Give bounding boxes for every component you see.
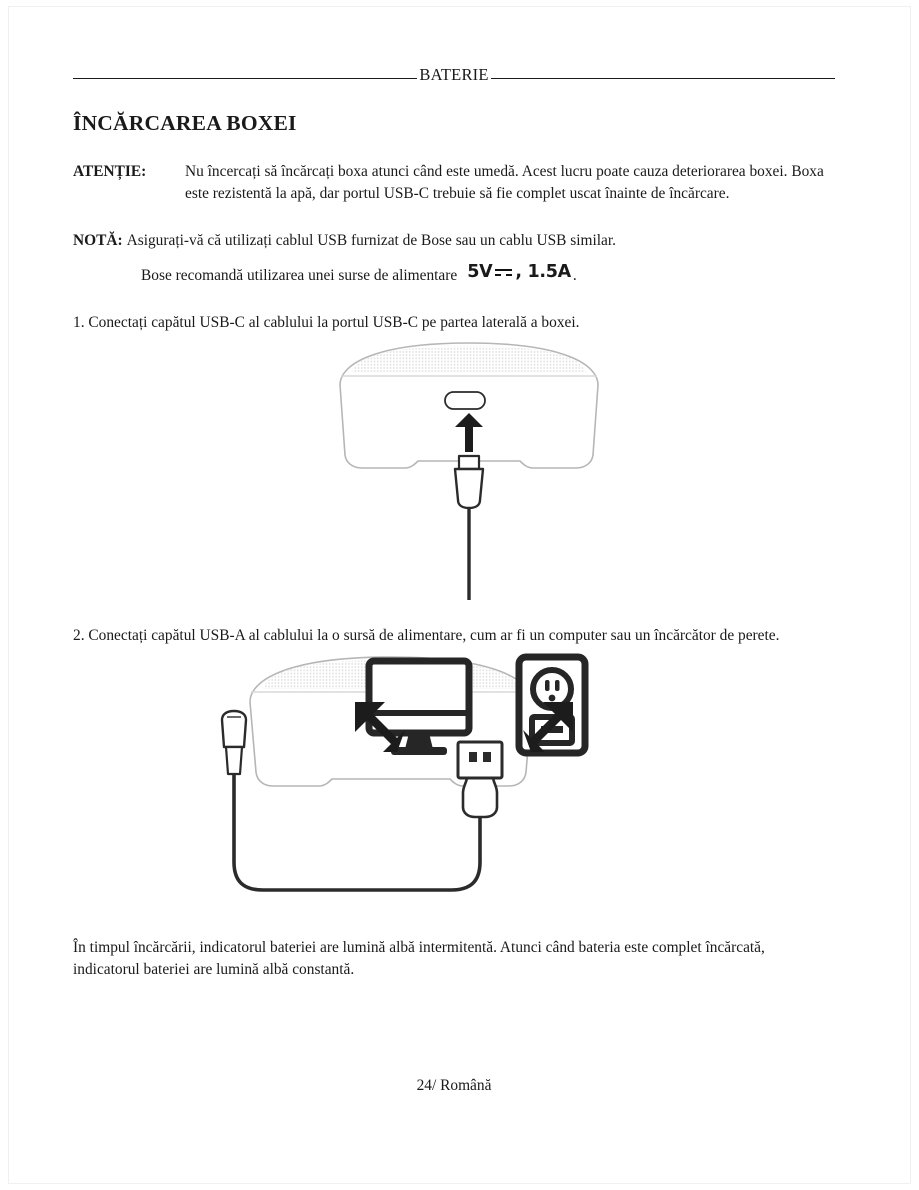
running-head-rule-left — [73, 67, 418, 79]
usbc-port — [444, 390, 486, 410]
figure-usba-power-source-connection — [73, 647, 835, 937]
note-block: NOTĂ:Asigurați-vă că utilizați cablul US… — [73, 230, 835, 288]
dc-power-icon — [495, 267, 513, 278]
running-head-rule-right — [490, 67, 836, 79]
note-line-2-period: . — [572, 267, 577, 285]
page-title: ÎNCĂRCAREA BOXEI — [73, 111, 297, 135]
running-head: BATERIE — [73, 62, 836, 84]
figure-1-svg — [339, 341, 599, 600]
note-line-2: Bose recomandă utilizarea unei surse de … — [141, 260, 835, 288]
step-1: 1. Conectați capătul USB-C al cablului l… — [73, 312, 835, 334]
running-head-title: BATERIE — [419, 64, 489, 84]
note-label: NOTĂ: — [73, 232, 123, 250]
wall-outlet-icon — [515, 653, 589, 757]
page-footer: 24/ Română — [416, 1077, 492, 1094]
power-rating: 5V , 1.5A — [467, 260, 571, 285]
figure-2-svg — [220, 653, 589, 892]
note-text: Asigurați-vă că utilizați cablul USB fur… — [126, 232, 616, 250]
speaker-grille — [352, 345, 586, 373]
closing-paragraph: În timpul încărcării, indicatorul bateri… — [73, 938, 765, 979]
cable — [232, 773, 482, 892]
arrow-to-outlet-icon — [523, 701, 573, 752]
note-recommendation-text: Bose recomandă utilizarea unei surse de … — [141, 267, 458, 285]
step-2: 2. Conectați capătul USB-A al cablului l… — [73, 625, 835, 647]
monitor-icon — [365, 657, 473, 755]
rating-voltage: 5V — [467, 262, 493, 283]
usbc-connector-plugged — [220, 709, 248, 775]
step-1-text: Conectați capătul USB-C al cablului la p… — [88, 314, 580, 332]
caution-label: ATENȚIE: — [73, 162, 147, 180]
usbc-connector — [453, 454, 485, 509]
step-2-text: Conectați capătul USB-A al cablului la o… — [88, 626, 780, 644]
note-line-1: NOTĂ:Asigurați-vă că utilizați cablul US… — [73, 230, 835, 252]
usba-connector — [456, 740, 504, 819]
step-1-number: 1. — [73, 314, 85, 332]
up-arrow-icon — [455, 412, 483, 452]
page-content: BATERIE ÎNCĂRCAREA BOXEI ATENȚIE: Nu înc… — [73, 62, 836, 1094]
caution-text: Nu încercați să încărcați boxa atunci câ… — [185, 162, 824, 202]
rating-current: , 1.5A — [515, 262, 571, 283]
arrow-to-monitor-icon — [355, 701, 405, 752]
step-2-number: 2. — [73, 626, 85, 644]
caution-block: ATENȚIE: Nu încercați să încărcați boxa … — [73, 161, 835, 205]
figure-speaker-usbc-connection — [73, 335, 835, 625]
document-page: BATERIE ÎNCĂRCAREA BOXEI ATENȚIE: Nu înc… — [8, 6, 911, 1184]
